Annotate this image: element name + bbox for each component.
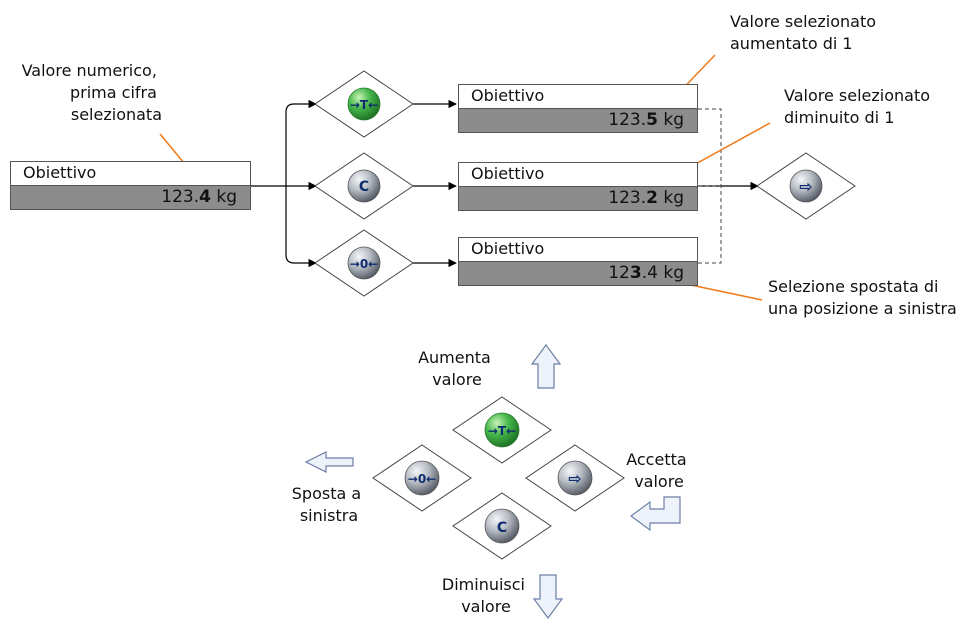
display-decreased: Obiettivo 123.2 kg (458, 162, 698, 211)
display-shifted-left: Obiettivo 123.4 kg (458, 237, 698, 286)
note-spostata: Selezione spostata di una posizione a si… (768, 277, 957, 318)
zero-key-icon: →0← (408, 472, 436, 486)
legend-key-zero: →0← (372, 444, 472, 512)
legend-key-enter: ⇨ (525, 444, 625, 512)
legend-key-clear: C (452, 492, 552, 560)
display-start: Obiettivo 123.4 kg (10, 161, 251, 210)
unit-label: kg (663, 188, 684, 208)
dashed-connectors (698, 108, 722, 264)
selected-digit: 4 (199, 187, 211, 207)
display-title: Obiettivo (471, 164, 545, 183)
enter-key-icon: ⇨ (799, 177, 812, 196)
note-aumentato: Valore selezionato aumentato di 1 (730, 12, 881, 53)
left-arrow-icon (304, 451, 354, 473)
clear-key-icon: C (359, 179, 369, 195)
flow-key-clear: C (314, 152, 414, 220)
legend-key-tare: →T← (452, 396, 552, 464)
note-diminuisci: Diminuisci valore (442, 575, 530, 616)
display-title: Obiettivo (23, 163, 97, 182)
selected-digit: 3 (629, 263, 642, 283)
selected-digit: 2 (646, 188, 658, 208)
display-increased: Obiettivo 123.5 kg (458, 84, 698, 133)
unit-label: kg (216, 187, 237, 207)
clear-key-icon: C (497, 520, 507, 536)
note-valore-numerico: Valore numerico, prima cifra selezionata (22, 61, 162, 124)
display-value: 123.4 kg (608, 263, 684, 283)
return-arrow-icon (629, 496, 681, 532)
flow-key-enter: ⇨ (756, 152, 856, 220)
note-sposta: Sposta a sinistra (292, 484, 367, 525)
display-value: 123.2 kg (608, 188, 684, 208)
tare-key-icon: →T← (488, 424, 516, 438)
zero-key-icon: →0← (350, 257, 378, 271)
direction-arrows (304, 343, 681, 620)
unit-label: kg (663, 263, 684, 283)
note-diminuito: Valore selezionato diminuito di 1 (784, 86, 935, 127)
selected-digit: 5 (646, 110, 658, 130)
tare-key-icon: →T← (350, 98, 378, 112)
display-value: 123.4 kg (161, 187, 237, 207)
flow-key-zero: →0← (314, 229, 414, 297)
down-arrow-icon (532, 574, 564, 620)
enter-key-icon: ⇨ (568, 469, 581, 488)
note-accetta: Accetta valore (626, 450, 692, 491)
unit-label: kg (663, 110, 684, 130)
display-value: 123.5 kg (608, 110, 684, 130)
flow-key-tare: →T← (314, 70, 414, 138)
note-labels: Valore numerico, prima cifra selezionata… (22, 12, 957, 616)
note-aumenta: Aumenta valore (418, 348, 496, 389)
display-title: Obiettivo (471, 86, 545, 105)
connector-lines (251, 99, 759, 268)
up-arrow-icon (530, 343, 562, 389)
display-title: Obiettivo (471, 239, 545, 258)
